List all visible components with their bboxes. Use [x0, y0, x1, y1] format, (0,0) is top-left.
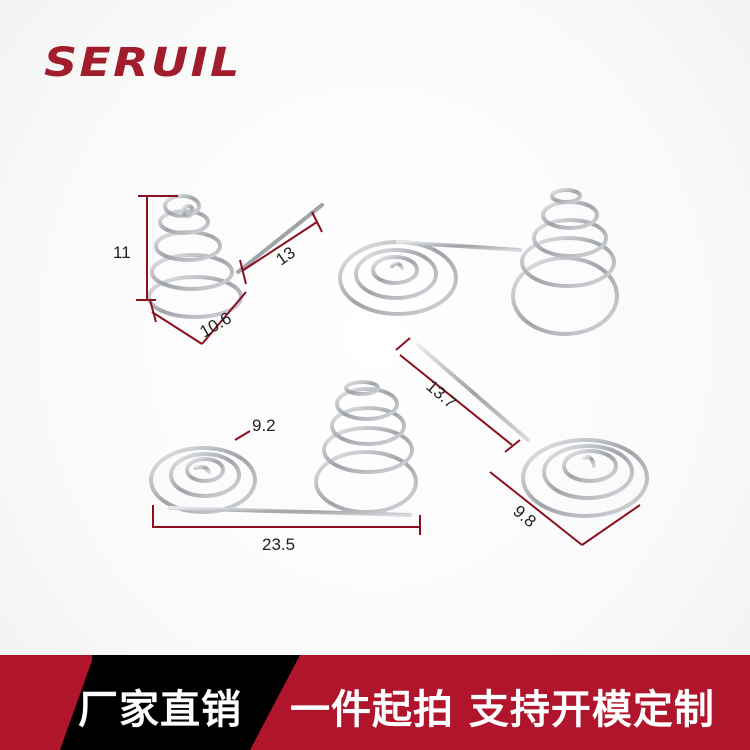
spring-3-dimensions: [152, 430, 421, 535]
brand-logo: SERUIL: [44, 40, 242, 86]
spring-4-dimensions: [395, 337, 641, 546]
spring-2: [338, 188, 619, 336]
spring-1: [147, 194, 324, 319]
banner-left-text: 厂家直销: [78, 687, 242, 733]
banner-right-text: 一件起拍 支持开模定制: [290, 687, 715, 733]
dim-label-diameter-2: 9.8: [509, 502, 539, 532]
dim-label-height: 11: [113, 243, 131, 262]
dim-label-length: 23.5: [262, 535, 295, 554]
dim-label-leg: 13: [272, 243, 298, 269]
spring-1-dimensions: [136, 195, 323, 345]
dim-label-leg-2: 13.7: [422, 377, 460, 413]
spring-3: [149, 380, 418, 517]
dim-label-small: 9.2: [252, 416, 276, 435]
spring-4: [416, 343, 649, 518]
promo-banner: 厂家直销 一件起拍 支持开模定制: [0, 655, 750, 750]
